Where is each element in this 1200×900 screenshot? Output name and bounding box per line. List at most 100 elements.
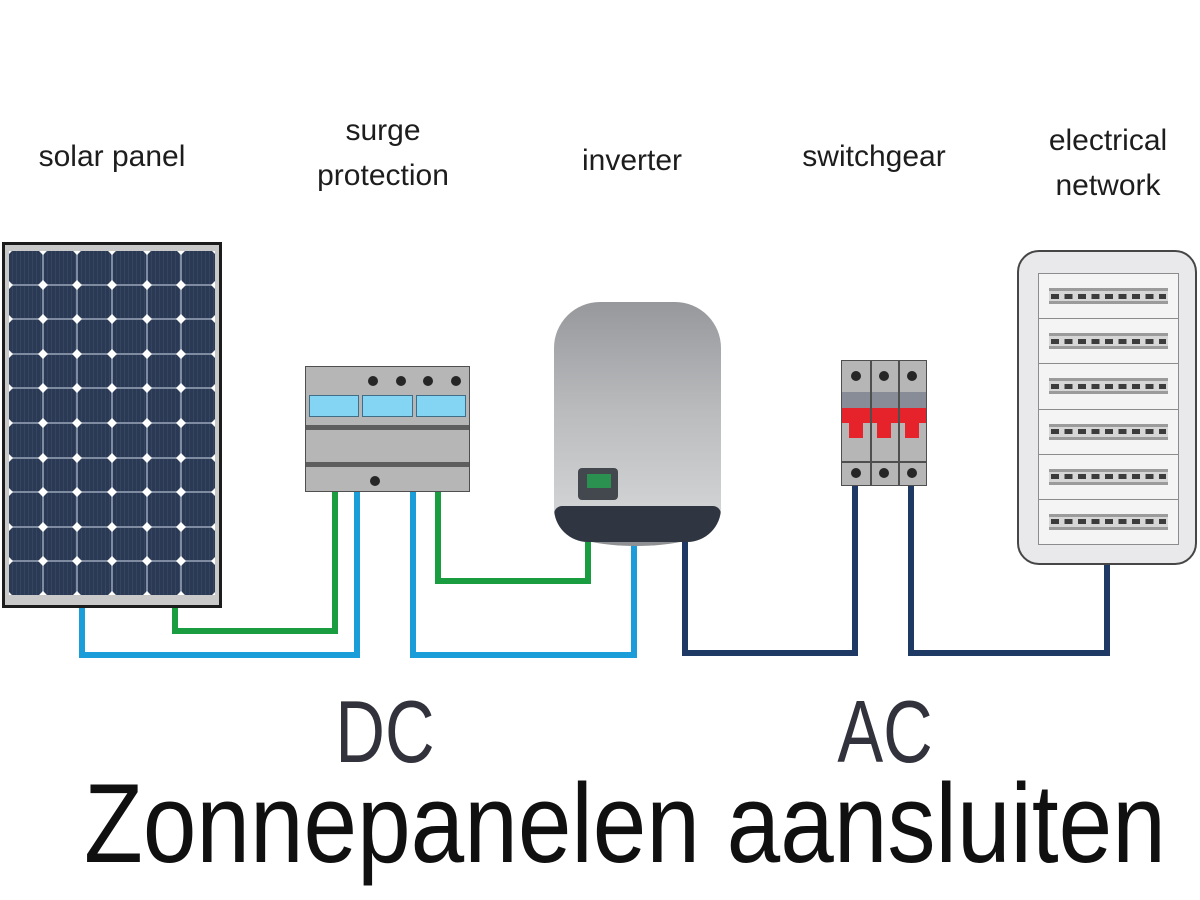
- solar-cell: [182, 493, 215, 526]
- label-inverter: inverter: [581, 144, 683, 177]
- surge-module: [362, 395, 413, 417]
- solar-cell: [9, 562, 42, 595]
- solar-cell: [113, 527, 146, 561]
- solar-cell: [147, 493, 181, 526]
- solar-cell: [182, 251, 215, 284]
- solar-cell: [78, 493, 111, 526]
- solar-cell: [43, 251, 77, 284]
- wire-segment: [852, 482, 858, 656]
- wire-segment: [79, 652, 360, 658]
- solar-cell: [113, 423, 146, 457]
- solar-cell: [78, 423, 111, 457]
- screw-icon: [879, 371, 889, 381]
- inverter-bottom-band: [554, 506, 721, 542]
- surge-module-row: [309, 395, 466, 417]
- electrical-network-figure: [1017, 250, 1197, 565]
- wire-segment: [354, 492, 360, 658]
- breaker-pole-divider: [898, 361, 900, 485]
- solar-cell: [147, 527, 181, 561]
- solar-cell: [113, 354, 146, 388]
- screw-icon: [370, 476, 380, 486]
- solar-cell: [182, 527, 215, 561]
- din-rail-slots: [1051, 338, 1166, 344]
- network-row: [1039, 274, 1178, 320]
- din-rail: [1049, 468, 1168, 485]
- solar-cell: [9, 389, 42, 422]
- wire-segment: [435, 490, 441, 584]
- solar-cell: [9, 354, 42, 388]
- ac-section-label: AC: [837, 682, 933, 781]
- solar-cell: [113, 251, 146, 284]
- label-solar-panel: solar panel: [38, 140, 186, 173]
- solar-cell: [43, 354, 77, 388]
- dc-section-label: DC: [335, 682, 435, 781]
- screw-icon: [423, 376, 434, 386]
- switchgear-figure: [841, 360, 927, 486]
- solar-cell: [182, 562, 215, 595]
- din-rail: [1049, 333, 1168, 350]
- screw-icon: [907, 371, 917, 381]
- screw-icon: [879, 468, 889, 478]
- din-rail-slots: [1051, 429, 1166, 435]
- page-title: Zonnepanelen aansluiten: [84, 761, 1166, 886]
- solar-cell: [43, 285, 77, 319]
- inverter-screen: [587, 474, 611, 488]
- solar-cell: [78, 354, 111, 388]
- solar-cell: [113, 320, 146, 353]
- network-inner-panel: [1038, 273, 1179, 545]
- breaker-red-strip: [842, 408, 926, 423]
- label-electrical-network: electrical network: [1048, 124, 1168, 202]
- solar-cell: [9, 251, 42, 284]
- solar-cell: [9, 493, 42, 526]
- network-row: [1039, 455, 1178, 500]
- screw-icon: [851, 371, 861, 381]
- wire-segment: [682, 538, 688, 656]
- wire-segment: [410, 490, 416, 658]
- solar-cell: [182, 354, 215, 388]
- solar-cell: [147, 285, 181, 319]
- network-row: [1039, 319, 1178, 365]
- solar-cell: [43, 493, 77, 526]
- solar-cell: [147, 423, 181, 457]
- solar-cell: [147, 251, 181, 284]
- label-surge-protection: surge protection: [317, 114, 449, 192]
- breaker-toggle: [849, 423, 863, 438]
- wire-segment: [332, 492, 338, 634]
- din-rail-slots: [1051, 293, 1166, 299]
- screw-icon: [851, 468, 861, 478]
- network-row: [1039, 410, 1178, 455]
- solar-cell: [113, 493, 146, 526]
- breaker-pole-divider: [870, 361, 872, 485]
- screw-icon: [907, 468, 917, 478]
- surge-module: [415, 395, 466, 417]
- din-rail: [1049, 423, 1168, 440]
- solar-cell: [9, 458, 42, 492]
- surge-protection-figure: [305, 366, 470, 492]
- din-rail: [1049, 288, 1168, 305]
- wire-segment: [1104, 562, 1110, 656]
- solar-cell: [43, 562, 77, 595]
- label-switchgear: switchgear: [802, 140, 946, 173]
- solar-cell: [182, 423, 215, 457]
- wire-segment: [631, 538, 637, 658]
- breaker-band: [842, 392, 926, 408]
- solar-cell: [147, 389, 181, 422]
- solar-cell: [43, 527, 77, 561]
- surge-rail-stripe: [306, 462, 469, 467]
- solar-cell: [113, 285, 146, 319]
- solar-cell: [78, 285, 111, 319]
- solar-cell: [43, 423, 77, 457]
- solar-cell: [9, 320, 42, 353]
- solar-panel-figure: [2, 242, 222, 608]
- solar-cell: [9, 527, 42, 561]
- breaker-divider-line: [842, 461, 926, 463]
- solar-cell: [147, 458, 181, 492]
- solar-cell: [9, 423, 42, 457]
- solar-cell: [113, 458, 146, 492]
- surge-rail-stripe: [306, 425, 469, 430]
- wire-segment: [172, 604, 178, 634]
- breaker-toggle: [905, 423, 919, 438]
- solar-cell: [182, 320, 215, 353]
- din-rail-slots: [1051, 383, 1166, 389]
- screw-icon: [395, 376, 406, 386]
